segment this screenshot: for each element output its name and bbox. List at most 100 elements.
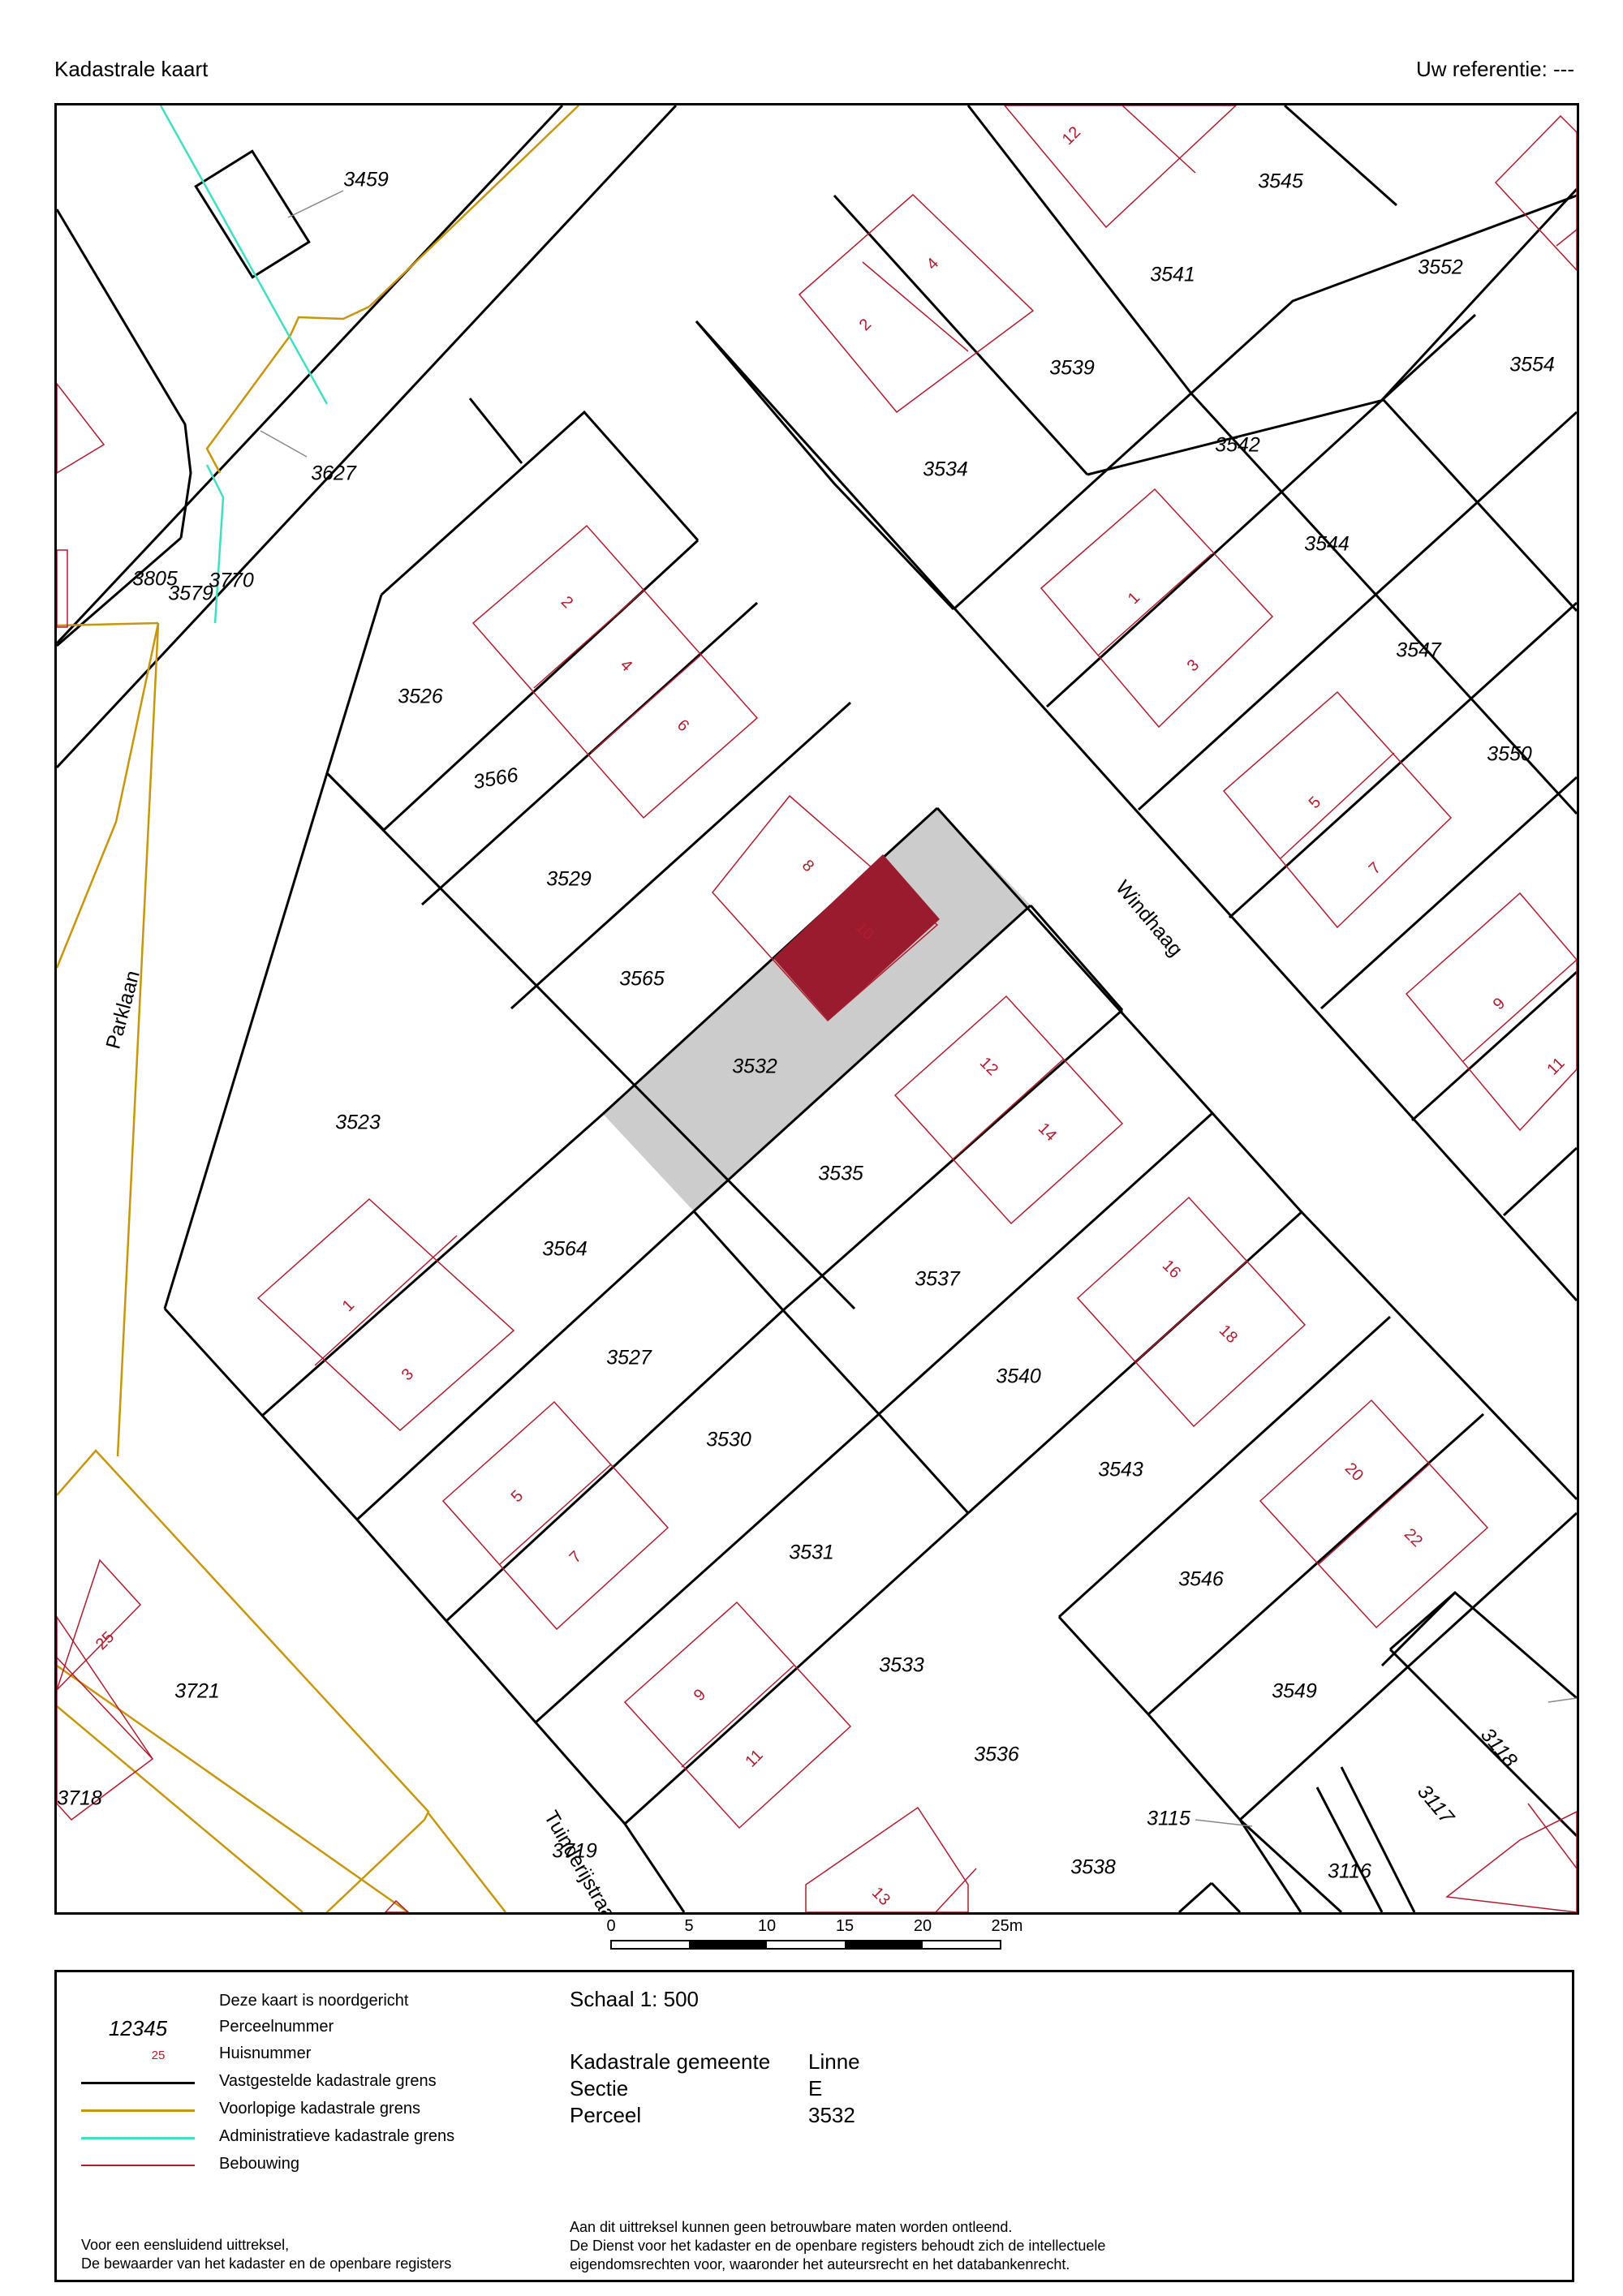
parcel-number: 3543 — [1098, 1459, 1143, 1481]
parcel-sample: 12345 — [108, 2015, 168, 2040]
house-number: 11 — [1543, 1054, 1568, 1078]
leader-lines — [260, 190, 1577, 1827]
house-number: 4 — [617, 656, 635, 675]
parcel-number: 3116 — [1328, 1860, 1371, 1883]
house-number: 4 — [923, 255, 942, 273]
parcel-number: 3565 — [619, 968, 665, 991]
house-number: 12 — [976, 1054, 1001, 1079]
house-number: 2 — [558, 593, 576, 612]
parcel-number: 3547 — [1396, 639, 1442, 662]
signature-block: Voor een eensluidend uittreksel, De bewa… — [81, 2237, 452, 2272]
parcel-number: 3546 — [1178, 1568, 1224, 1591]
building-line-symbol — [81, 2165, 195, 2166]
parcel-number: 3532 — [732, 1056, 777, 1078]
parcel-number: 3542 — [1215, 434, 1260, 457]
parcel-number: 3718 — [57, 1787, 102, 1810]
map-title: Kadastrale kaart — [54, 57, 209, 81]
administrative-line-symbol — [81, 2136, 195, 2139]
house-number: 1 — [339, 1296, 358, 1315]
buildings — [57, 105, 1577, 1912]
parcel-number: 3539 — [1049, 357, 1095, 380]
house-number: 13 — [868, 1884, 893, 1909]
selected-building[interactable] — [773, 854, 940, 1021]
parcel-number: 3118 — [1476, 1724, 1522, 1772]
parcel-number: 3554 — [1509, 354, 1555, 376]
parcel-number: 3627 — [311, 462, 357, 485]
provisional-boundaries — [57, 105, 579, 1912]
house-number: 3 — [398, 1365, 417, 1384]
house-number: 9 — [691, 1686, 709, 1705]
administrative-boundary — [159, 105, 329, 624]
house-number: 5 — [508, 1487, 527, 1506]
parcel-number: 3536 — [974, 1743, 1019, 1766]
scale-tick-label: 10 — [758, 1917, 776, 1935]
house-sample: 25 — [151, 2048, 166, 2062]
fixed-boundaries — [57, 105, 1577, 1912]
parcel-number: 3459 — [343, 169, 389, 191]
house-number: 1 — [1125, 589, 1143, 608]
parcel-number: 3564 — [542, 1238, 588, 1261]
scale-tick-label: 5 — [684, 1917, 693, 1935]
scale-tick-label: 25m — [992, 1917, 1022, 1935]
disclaimer: Aan dit uittreksel kunnen geen betrouwba… — [570, 2219, 1106, 2272]
parcel-number: 3538 — [1070, 1856, 1116, 1879]
scale-text: Schaal 1: 500 — [570, 1987, 700, 2011]
parcel-number: 3530 — [706, 1429, 751, 1451]
house-number: 18 — [1216, 1322, 1241, 1347]
municipality-label: Kadastrale gemeente — [570, 2049, 771, 2074]
section-value: E — [808, 2076, 823, 2100]
house-number: 5 — [1306, 793, 1324, 812]
parcel-number: 3552 — [1418, 256, 1463, 279]
parcel-number: 3770 — [209, 570, 254, 592]
fixed-line-symbol — [81, 2081, 195, 2084]
house-number: 7 — [566, 1548, 585, 1567]
parcel-number: 3526 — [398, 686, 443, 708]
parcel-number: 3537 — [915, 1268, 961, 1291]
municipality-value: Linne — [808, 2049, 860, 2074]
house-number: 3 — [1184, 656, 1203, 675]
provisional-line-symbol — [81, 2109, 195, 2112]
parcel-number: 3721 — [174, 1680, 220, 1703]
house-number: 20 — [1341, 1460, 1367, 1485]
parcel-number: 3534 — [923, 458, 968, 481]
parcel-number: 3545 — [1258, 170, 1303, 193]
parcel-number: 3533 — [879, 1654, 924, 1677]
parcel-number: 3540 — [996, 1365, 1041, 1388]
parcel-number: 3527 — [606, 1347, 652, 1369]
house-number: 11 — [742, 1746, 766, 1770]
house-number: 6 — [674, 716, 692, 735]
scale-tick-label: 15 — [836, 1917, 854, 1935]
scale-tick-label: 0 — [606, 1917, 615, 1935]
house-number: 9 — [1490, 995, 1509, 1013]
street-name: Windhaag — [1111, 876, 1187, 961]
house-number: 7 — [1366, 859, 1384, 878]
house-number: 2 — [856, 316, 875, 334]
parcel-number: 3805 — [132, 568, 178, 591]
parcel-number: 3531 — [789, 1541, 834, 1564]
parcel-number: 3579 — [168, 583, 213, 605]
house-number: 16 — [1159, 1257, 1184, 1282]
parcel-number: 3529 — [546, 868, 592, 891]
parcel-number: 3523 — [335, 1111, 381, 1134]
reference-text: Uw referentie: --- — [1415, 57, 1574, 81]
parcel-number: 3117 — [1413, 1781, 1459, 1829]
parcel-number: 3549 — [1272, 1680, 1317, 1703]
parcel-number: 3550 — [1487, 743, 1532, 766]
section-label: Sectie — [570, 2076, 629, 2100]
parcel-number: 3115 — [1147, 1808, 1190, 1830]
parcel-number: 3544 — [1304, 533, 1350, 556]
house-number: 8 — [799, 857, 817, 875]
parcel-value: 3532 — [808, 2103, 855, 2127]
house-number: 22 — [1401, 1525, 1426, 1550]
house-number: 14 — [1035, 1120, 1060, 1145]
parcel-number: 3566 — [471, 763, 520, 793]
parcel-label: Perceel — [570, 2103, 642, 2127]
parcel-number: 3535 — [818, 1163, 863, 1185]
house-number: 12 — [1059, 123, 1084, 148]
legend-panel: Deze kaart is noordgericht 12345 Perceel… — [54, 1970, 1574, 2282]
parcel-number: 3541 — [1150, 264, 1195, 286]
parcel-number: 3719 — [552, 1840, 597, 1863]
